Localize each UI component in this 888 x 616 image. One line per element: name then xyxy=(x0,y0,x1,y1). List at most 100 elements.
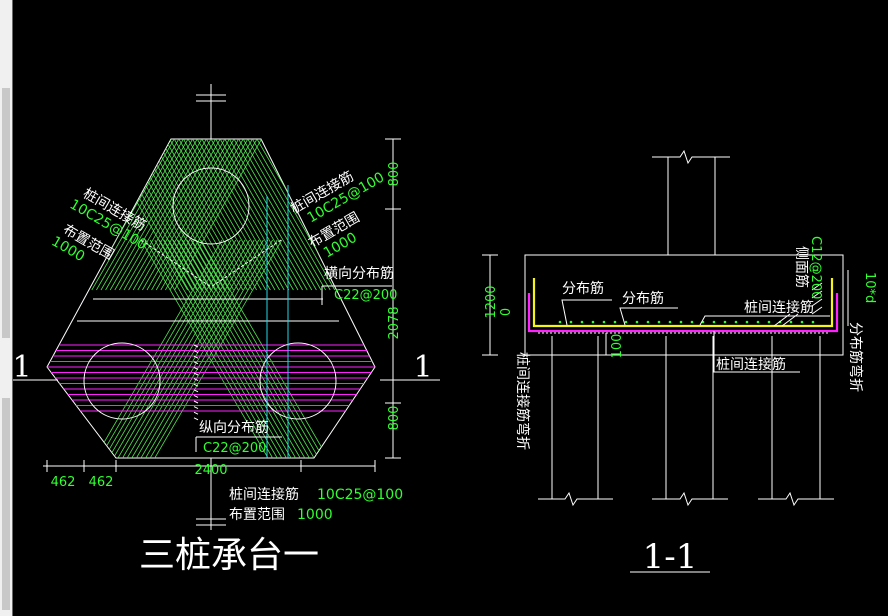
dim-bottom-462-a: 462 xyxy=(51,475,76,490)
dimension-right xyxy=(385,138,401,459)
section-label-side-bar: 侧面筋 xyxy=(793,246,810,288)
rebar-dot xyxy=(679,320,683,324)
longitudinal-distribution-bars xyxy=(47,344,375,412)
hatch-line xyxy=(131,239,260,458)
section-side-bar-yellow xyxy=(532,278,834,328)
section-label-link-bottom: 桩间连接筋 xyxy=(716,356,786,373)
longitudinal-spec: C22@200 xyxy=(203,441,266,456)
hatch-line xyxy=(191,239,319,458)
bar-tick-marks xyxy=(193,344,199,421)
pile-circle-top xyxy=(172,167,250,245)
rebar-dot xyxy=(668,320,672,324)
rebar-dot xyxy=(624,320,628,324)
hatch-line xyxy=(142,139,230,291)
hatch-line xyxy=(174,139,262,291)
rebar-dot xyxy=(569,320,573,324)
section-leader-dist2 xyxy=(619,307,678,326)
hatch-line xyxy=(206,139,294,291)
section-piles xyxy=(538,336,834,507)
link-bar-end-left xyxy=(140,239,212,288)
dim-right-2078: 2078 xyxy=(387,306,402,339)
bottom-range-label: 布置范围 xyxy=(229,506,285,523)
hatch-line xyxy=(108,239,237,458)
toolbar-scrollbar-thumb[interactable] xyxy=(2,88,10,338)
tick-mark xyxy=(193,350,199,354)
axis-lines xyxy=(266,185,289,458)
dimension-bottom xyxy=(43,460,376,472)
hatch-line xyxy=(165,139,253,291)
rebar-dot xyxy=(646,320,650,324)
dim-bottom-462-b: 462 xyxy=(89,475,114,490)
bottom-column-break xyxy=(196,458,226,530)
section-title: 1-1 xyxy=(643,537,698,577)
section-label-bend-right: 分布筋弯折 xyxy=(847,322,864,392)
rebar-dot xyxy=(613,320,617,324)
section-label-bend-left: 桩间连接筋弯折 xyxy=(514,352,531,450)
hatch-line xyxy=(168,239,296,458)
drawing-canvas[interactable]: 800 2078 800 462 462 2400 1 xyxy=(13,0,888,616)
rebar-dot xyxy=(756,320,760,324)
hatch-line xyxy=(140,239,269,458)
link-bar-band-right xyxy=(94,239,283,458)
tick-mark xyxy=(193,417,199,421)
rebar-dot xyxy=(690,320,694,324)
tick-mark xyxy=(193,355,199,359)
longitudinal-leader xyxy=(195,436,282,452)
rebar-dot xyxy=(734,320,738,324)
section-mark-right-label: 1 xyxy=(413,350,432,385)
rebar-dot xyxy=(811,320,815,324)
section-label-dist1: 分布筋 xyxy=(562,280,604,297)
rebar-dot xyxy=(657,320,661,324)
tick-mark xyxy=(193,383,199,387)
hatch-line xyxy=(186,239,315,458)
section-dim-left xyxy=(482,254,498,356)
viewport-divider xyxy=(12,0,13,616)
tick-mark xyxy=(193,406,199,410)
transverse-label: 横向分布筋 xyxy=(324,265,394,282)
section-label-dist2: 分布筋 xyxy=(622,290,664,307)
hatch-line xyxy=(145,239,273,458)
hatch-line xyxy=(146,139,235,291)
section-dim-0: 0 xyxy=(499,308,514,316)
toolbar-scrollbar-thumb-lower[interactable] xyxy=(2,398,10,610)
left-toolbar-strip[interactable] xyxy=(0,0,12,616)
section-leader-link-top xyxy=(699,315,830,326)
tick-mark xyxy=(193,389,199,393)
bottom-link-name: 桩间连接筋 xyxy=(229,486,299,503)
hatch-line xyxy=(109,139,198,291)
plan-view: 800 2078 800 462 462 2400 1 xyxy=(13,84,440,576)
tick-mark xyxy=(193,372,199,376)
tick-mark xyxy=(193,378,199,382)
section-leader-dist1 xyxy=(561,299,612,326)
section-leader-link-bottom xyxy=(713,331,800,373)
section-mark-left-label: 1 xyxy=(13,350,32,385)
tick-mark xyxy=(193,366,199,370)
hatch-line xyxy=(210,139,299,291)
hatch-line xyxy=(155,139,244,291)
hatch-line xyxy=(137,139,226,291)
hatch-line xyxy=(91,139,180,291)
hatch-line xyxy=(149,239,278,458)
transverse-spec: C22@200 xyxy=(334,288,397,303)
hatch-line xyxy=(151,139,239,291)
hatch-line xyxy=(113,239,241,458)
link-bar-band-left xyxy=(140,239,329,458)
column-break-mark-top xyxy=(196,84,226,139)
hatch-line xyxy=(105,139,193,291)
hatch-line xyxy=(247,139,336,291)
hatch-line xyxy=(229,139,317,291)
dim-right-800-bottom: 800 xyxy=(387,406,402,431)
hatch-line xyxy=(114,139,203,291)
tick-mark xyxy=(193,400,199,404)
hatch-line xyxy=(132,139,221,291)
hatch-line xyxy=(200,239,329,458)
hatch-line xyxy=(163,239,292,458)
tick-mark xyxy=(193,394,199,398)
section-dim-1200: 1200 xyxy=(484,285,499,318)
hatch-line xyxy=(94,239,223,458)
pile-circle-left xyxy=(83,342,161,420)
section-column xyxy=(652,149,730,255)
plan-title: 三桩承台一 xyxy=(139,535,319,576)
hatch-line xyxy=(172,239,301,458)
